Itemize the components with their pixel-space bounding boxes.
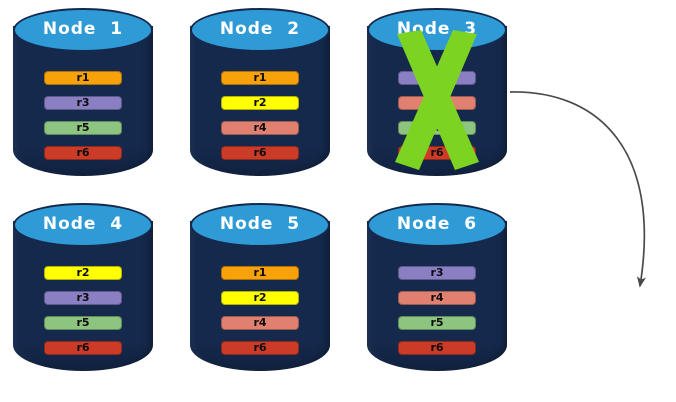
node-6-replica-r5[interactable]: r5 [398, 316, 476, 330]
node-3-label: Node 3 [396, 19, 478, 39]
node-1-replica-r6[interactable]: r6 [44, 146, 122, 160]
node-2-replica-r6[interactable]: r6 [221, 146, 299, 160]
node-5-replica-r2[interactable]: r2 [221, 291, 299, 305]
node-3[interactable]: Node 3 r3 r4 r5 r6 [367, 8, 507, 186]
node-5-replica-r6[interactable]: r6 [221, 341, 299, 355]
node-4-replica-list: r2 r3 r5 r6 [44, 266, 122, 355]
node-1[interactable]: Node 1 r1 r3 r5 r6 [13, 8, 153, 186]
node-2-replica-r2[interactable]: r2 [221, 96, 299, 110]
node-5-replica-r4[interactable]: r4 [221, 316, 299, 330]
failover-arrow-path [509, 91, 646, 288]
node-6-top-disc [367, 203, 507, 247]
node-6-label: Node 6 [396, 214, 478, 234]
node-5-label: Node 5 [219, 214, 301, 234]
node-6-replica-r4[interactable]: r4 [398, 291, 476, 305]
node-6-replica-r6[interactable]: r6 [398, 341, 476, 355]
node-4-replica-r2[interactable]: r2 [44, 266, 122, 280]
node-1-label: Node 1 [42, 19, 124, 39]
node-2-label: Node 2 [219, 19, 301, 39]
node-6-replica-list: r3 r4 r5 r6 [398, 266, 476, 355]
node-2-top-disc [190, 8, 330, 52]
node-1-replica-r5[interactable]: r5 [44, 121, 122, 135]
node-1-replica-r1[interactable]: r1 [44, 71, 122, 85]
node-2-replica-r1[interactable]: r1 [221, 71, 299, 85]
node-5[interactable]: Node 5 r1 r2 r4 r6 [190, 203, 330, 381]
node-3-replica-r5[interactable]: r5 [398, 121, 476, 135]
node-4-replica-r6[interactable]: r6 [44, 341, 122, 355]
node-4[interactable]: Node 4 r2 r3 r5 r6 [13, 203, 153, 381]
node-4-replica-r5[interactable]: r5 [44, 316, 122, 330]
node-2[interactable]: Node 2 r1 r2 r4 r6 [190, 8, 330, 186]
node-3-replica-r3[interactable]: r3 [398, 71, 476, 85]
node-5-top-disc [190, 203, 330, 247]
node-5-replica-r1[interactable]: r1 [221, 266, 299, 280]
node-4-replica-r3[interactable]: r3 [44, 291, 122, 305]
node-1-top-disc [13, 8, 153, 52]
node-4-top-disc [13, 203, 153, 247]
node-1-replica-list: r1 r3 r5 r6 [44, 71, 122, 160]
node-4-label: Node 4 [42, 214, 124, 234]
node-2-replica-list: r1 r2 r4 r6 [221, 71, 299, 160]
node-5-replica-list: r1 r2 r4 r6 [221, 266, 299, 355]
node-6-replica-r3[interactable]: r3 [398, 266, 476, 280]
node-2-replica-r4[interactable]: r4 [221, 121, 299, 135]
node-3-replica-r6[interactable]: r6 [398, 146, 476, 160]
node-3-replica-list: r3 r4 r5 r6 [398, 71, 476, 160]
node-6[interactable]: Node 6 r3 r4 r5 r6 [367, 203, 507, 381]
node-3-replica-r4[interactable]: r4 [398, 96, 476, 110]
node-1-replica-r3[interactable]: r3 [44, 96, 122, 110]
